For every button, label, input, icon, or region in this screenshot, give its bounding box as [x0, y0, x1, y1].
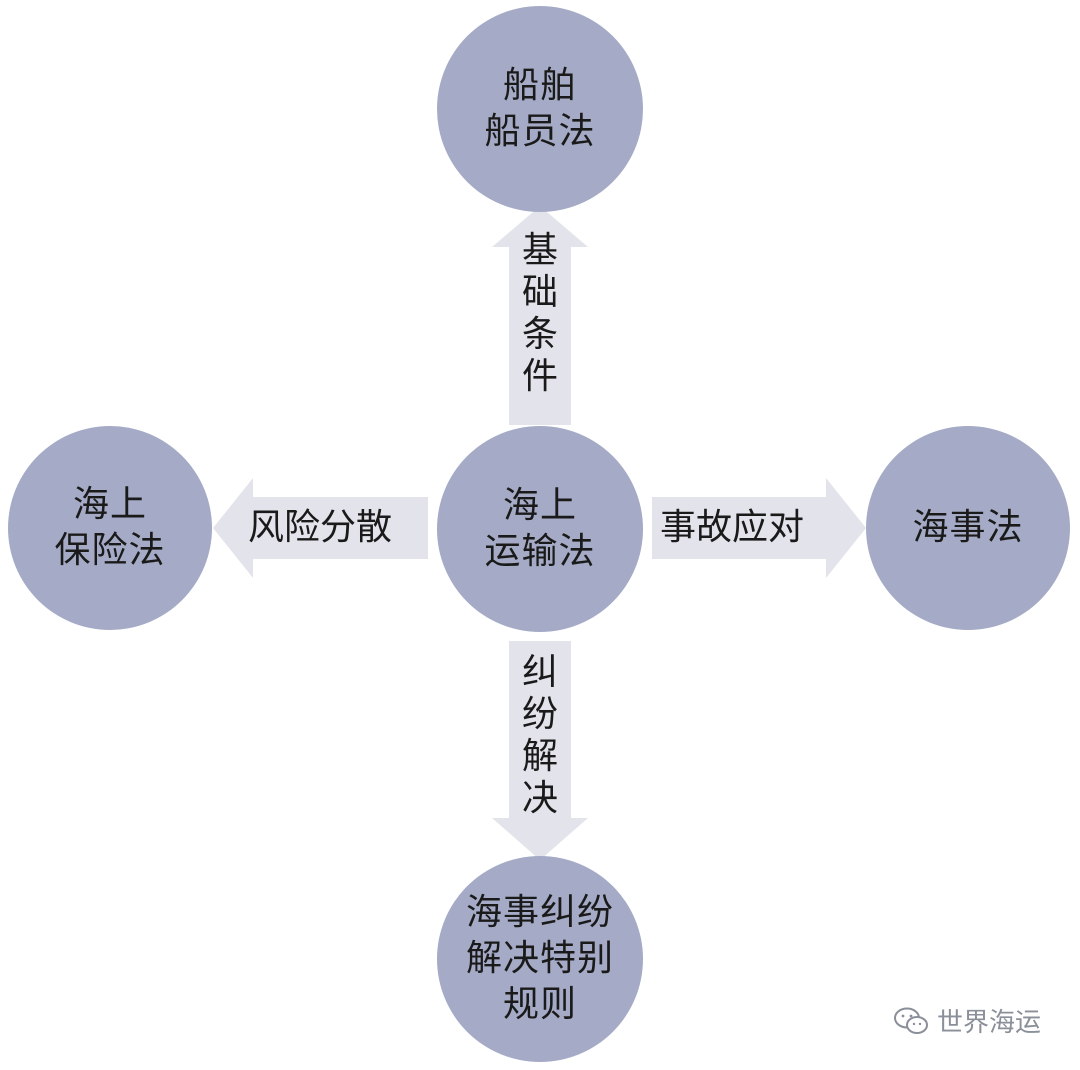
node-left-line: 海上 — [72, 484, 147, 525]
arrow-down — [492, 641, 588, 860]
arrow-up-char: 基 — [521, 230, 558, 271]
node-top: 船舶 船员法 — [437, 6, 643, 212]
arrow-left-label: 风险分散 — [248, 507, 393, 548]
node-left: 海上 保险法 — [8, 426, 212, 630]
arrow-down-label: 纠 纷 解 决 — [517, 652, 563, 820]
arrow-down-char: 解 — [521, 736, 558, 777]
arrow-up-char: 条 — [521, 314, 558, 355]
watermark: 世界海运 — [893, 1002, 1041, 1039]
arrow-right-label: 事故应对 — [660, 507, 805, 548]
watermark-text: 世界海运 — [937, 1008, 1042, 1038]
node-center-line: 运输法 — [484, 531, 596, 572]
node-bottom: 海事纠纷 解决特别 规则 — [437, 856, 643, 1062]
arrow-up-char: 础 — [521, 272, 558, 313]
arrow-up — [492, 206, 588, 425]
node-bottom-line: 海事纠纷 — [465, 892, 614, 933]
node-bottom-line: 规则 — [502, 984, 577, 1025]
node-top-line: 船舶 — [502, 65, 577, 106]
arrow-down-char: 决 — [521, 778, 558, 819]
arrow-right — [652, 478, 866, 578]
arrow-down-char: 纷 — [521, 694, 558, 735]
node-left-line: 保险法 — [54, 530, 166, 571]
node-center: 海上 运输法 — [437, 426, 643, 632]
node-bottom-line: 解决特别 — [465, 938, 614, 979]
node-right: 海事法 — [866, 426, 1070, 630]
node-right-line: 海事法 — [912, 507, 1024, 548]
wechat-icon — [894, 1007, 928, 1034]
node-top-line: 船员法 — [484, 111, 596, 152]
arrow-up-label: 基 础 条 件 — [517, 230, 563, 398]
arrow-left — [213, 478, 428, 578]
arrow-up-char: 件 — [521, 356, 558, 397]
node-center-line: 海上 — [502, 485, 577, 526]
arrow-down-char: 纠 — [521, 652, 558, 693]
